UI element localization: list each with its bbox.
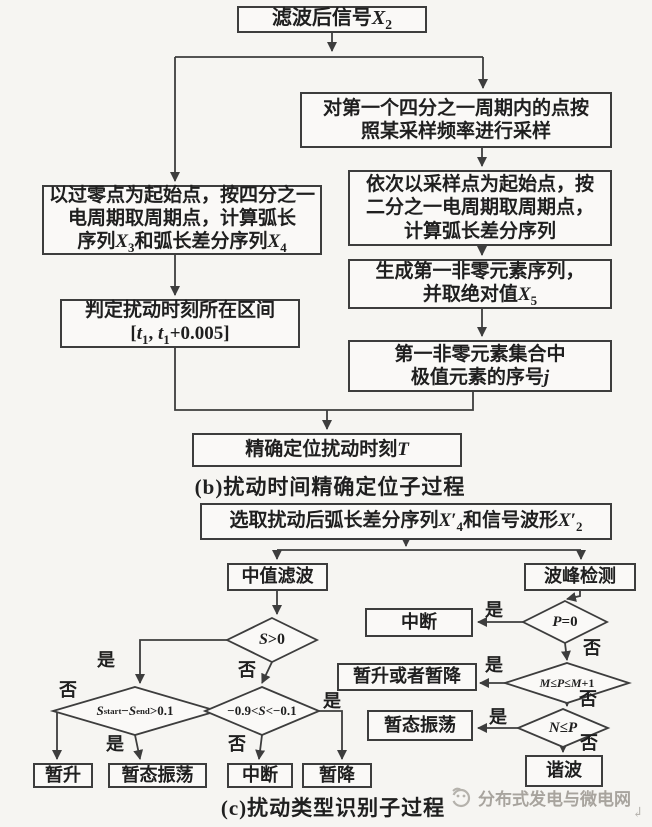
- decision-s-start-end: [49, 686, 221, 736]
- decision-s-gt-0-label: S>0: [258, 631, 286, 648]
- node-median-filter: 中值滤波: [227, 563, 328, 591]
- node-filtered-signal: 滤波后信号X2: [237, 6, 427, 33]
- watermark: 分布式发电与微电网: [448, 784, 631, 810]
- caption-part-c: (c)扰动类型识别子过程: [220, 796, 446, 820]
- decision-m-range: [502, 662, 632, 704]
- node-swell-label: 暂升: [45, 764, 81, 785]
- node-interrupt: 中断: [227, 763, 293, 788]
- label-p0-no: 否: [583, 638, 601, 658]
- decision-p-eq-0-label: P=0: [552, 613, 578, 630]
- node-interrupt-label: 中断: [242, 764, 278, 785]
- node-disturb-interval: 判定扰动时刻所在区间[t1, t1+0.005]: [60, 299, 300, 348]
- arrow-d2-yes-to-sag: [319, 710, 347, 760]
- decision-s-range: [202, 686, 322, 736]
- arrow-s0-yes-to-d1: [135, 639, 227, 684]
- node-interrupt-right: 中断: [365, 608, 473, 637]
- node-harmonic-label: 谐波: [546, 760, 582, 781]
- node-swell-or-sag: 暂升或者暂降: [337, 663, 477, 691]
- label-d2-no: 否: [228, 734, 246, 754]
- node-sag-label: 暂降: [319, 764, 355, 785]
- label-d2-yes: 是: [323, 691, 341, 711]
- caption-part-b: (b)扰动时间精确定位子过程: [194, 475, 466, 499]
- node-harmonic: 谐波: [525, 755, 603, 787]
- arrow-peak-to-p0: [566, 591, 581, 602]
- node-arc-diff-half-cycle: 依次以采样点为起始点，按二分之一电周期取周期点，计算弧长差分序列: [348, 170, 612, 246]
- node-transient-osc-label: 暂态振荡: [121, 764, 194, 785]
- label-p0-yes: 是: [485, 600, 503, 620]
- node-peak-detection-label: 波峰检测: [544, 566, 616, 587]
- connectors-part-b: [170, 33, 488, 430]
- return-mark: ↲: [632, 806, 644, 821]
- node-sag: 暂降: [302, 763, 372, 788]
- node-quarter-sampling: 对第一个四分之一周期内的点按照某采样频率进行采样: [300, 92, 612, 148]
- watermark-text: 分布式发电与微电网: [478, 789, 631, 809]
- node-arc-diff-half-cycle-label: 依次以采样点为起始点，按二分之一电周期取周期点，计算弧长差分序列: [365, 174, 594, 242]
- decision-m-range-label: M≤P≤M+1: [539, 675, 595, 690]
- node-peak-detection: 波峰检测: [524, 563, 636, 591]
- node-transient-osc-right-label: 暂态振荡: [384, 714, 456, 735]
- node-select-sequences: 选取扰动后弧长差分序列X′4和信号波形X′2: [200, 503, 612, 540]
- label-s0-no: 否: [238, 660, 256, 680]
- node-disturb-interval-label: 判定扰动时刻所在区间[t1, t1+0.005]: [84, 300, 275, 348]
- merge-line: [174, 348, 474, 411]
- node-transient-osc: 暂态振荡: [108, 763, 207, 788]
- node-precise-time-label: 精确定位扰动时刻T: [245, 439, 409, 461]
- node-filtered-signal-label: 滤波后信号X2: [271, 6, 393, 32]
- decision-n-le-p: [515, 708, 611, 748]
- node-quarter-sampling-label: 对第一个四分之一周期内的点按照某采样频率进行采样: [322, 97, 589, 142]
- node-median-filter-label: 中值滤波: [241, 566, 314, 587]
- node-swell: 暂升: [33, 763, 93, 788]
- node-select-sequences-label: 选取扰动后弧长差分序列X′4和信号波形X′2: [229, 509, 583, 534]
- decision-p-eq-0: [520, 599, 610, 645]
- decision-diamonds: [49, 599, 632, 748]
- node-transient-osc-right: 暂态振荡: [367, 710, 473, 741]
- node-precise-time: 精确定位扰动时刻T: [192, 433, 462, 467]
- node-zero-cross-arc: 以过零点为起始点，按四分之一电周期取周期点，计算弧长序列X3和弧长差分序列X4: [42, 185, 322, 255]
- label-n-no: 否: [580, 733, 598, 753]
- label-m-no: 否: [579, 689, 597, 709]
- decision-n-le-p-label: N≤P: [548, 719, 578, 736]
- decision-s-range-label: −0.9<S<−0.1: [227, 703, 297, 718]
- arrow-d1-yes-to-transosc: [133, 734, 144, 760]
- label-d1-no: 否: [59, 680, 77, 700]
- node-first-nonzero-abs-label: 生成第一非零元素序列，并取绝对值X5: [375, 260, 585, 308]
- node-first-nonzero-abs: 生成第一非零元素序列，并取绝对值X5: [348, 259, 612, 309]
- label-s0-yes: 是: [97, 650, 115, 670]
- arrow-p0-no-to-m: [560, 642, 571, 661]
- label-m-yes: 是: [485, 655, 503, 675]
- label-n-yes: 是: [489, 707, 507, 727]
- node-extremum-index: 第一非零元素集合中极值元素的序号j: [348, 340, 612, 392]
- watermark-logo-icon: [451, 787, 471, 808]
- label-d1-yes: 是: [106, 734, 124, 754]
- node-interrupt-right-label: 中断: [401, 611, 437, 632]
- decision-s-gt-0: [224, 616, 320, 664]
- node-extremum-index-label: 第一非零元素集合中极值元素的序号j: [394, 343, 566, 388]
- arrow-d2-no-to-interrupt: [255, 734, 266, 760]
- node-swell-or-sag-label: 暂升或者暂降: [353, 666, 461, 687]
- node-zero-cross-arc-label: 以过零点为起始点，按四分之一电周期取周期点，计算弧长序列X3和弧长差分序列X4: [48, 185, 315, 256]
- arrow-s0-no-to-d2: [261, 661, 273, 684]
